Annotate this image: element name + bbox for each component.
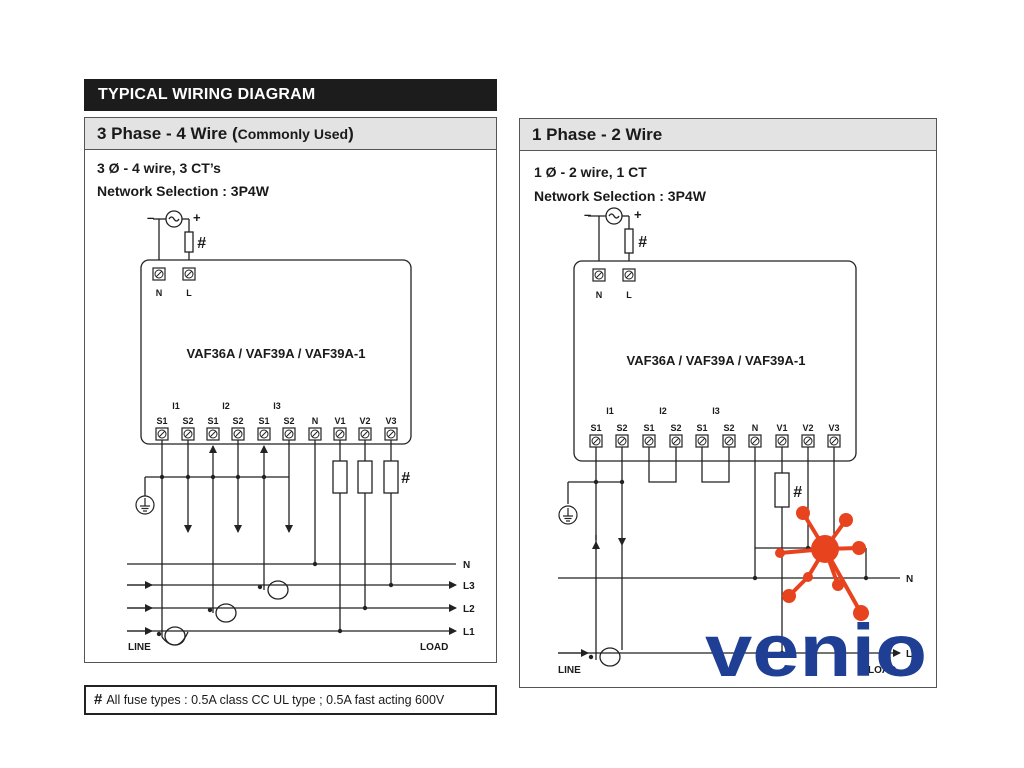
current-group-label: I2 bbox=[222, 401, 230, 411]
line-label-n: N bbox=[906, 574, 913, 585]
plus-label: + bbox=[193, 210, 201, 225]
load-label: LOAD bbox=[420, 642, 448, 653]
current-group-label: I3 bbox=[712, 406, 720, 416]
fuse-note: #All fuse types : 0.5A class CC UL type … bbox=[84, 685, 497, 715]
line-label-l2: L2 bbox=[463, 604, 475, 615]
terminal-label: S1 bbox=[643, 423, 654, 433]
fuse-icon bbox=[624, 228, 634, 254]
diagram-title: TYPICAL WIRING DIAGRAM bbox=[84, 79, 497, 111]
device-model: VAF36A / VAF39A / VAF39A-1 bbox=[187, 346, 366, 361]
terminal-label: V1 bbox=[334, 416, 345, 426]
terminal-label: S1 bbox=[590, 423, 601, 433]
terminal-label: V3 bbox=[828, 423, 839, 433]
terminal-label: V3 bbox=[385, 416, 396, 426]
venio-logo: venio bbox=[705, 506, 927, 692]
line-label-l1: L1 bbox=[463, 627, 475, 638]
terminal-label: S2 bbox=[616, 423, 627, 433]
load-label: LOAD bbox=[868, 665, 896, 676]
terminal-label: N bbox=[752, 423, 759, 433]
right-diagram bbox=[558, 207, 901, 667]
plus-label: + bbox=[634, 207, 642, 222]
device-model: VAF36A / VAF39A / VAF39A-1 bbox=[627, 353, 806, 368]
terminal-label: S2 bbox=[232, 416, 243, 426]
current-group-label: I2 bbox=[659, 406, 667, 416]
meter-device bbox=[140, 259, 412, 445]
panel-1-phase: 1 Phase - 2 Wire 1 Ø - 2 wire, 1 CT Netw… bbox=[519, 118, 937, 688]
minus-label: – bbox=[584, 207, 591, 222]
line-label: LINE bbox=[558, 665, 581, 676]
minus-label: – bbox=[147, 210, 154, 225]
panel-3-phase-heading: 3 Phase - 4 Wire (Commonly Used) bbox=[85, 118, 496, 150]
current-group-label: I1 bbox=[606, 406, 614, 416]
meter-device bbox=[573, 260, 857, 462]
fuse-mark: # bbox=[793, 484, 802, 501]
aux-terminal-label: L bbox=[186, 288, 192, 298]
fuse-icon bbox=[184, 231, 194, 253]
terminal-label: S1 bbox=[258, 416, 269, 426]
line-label-n: N bbox=[463, 560, 470, 571]
terminal-label: N bbox=[312, 416, 319, 426]
line-label-l3: L3 bbox=[463, 581, 475, 592]
line-label: LINE bbox=[128, 642, 151, 653]
terminal-label: S2 bbox=[182, 416, 193, 426]
terminal-label: V2 bbox=[359, 416, 370, 426]
fuse-mark: # bbox=[638, 234, 647, 251]
aux-terminal-label: L bbox=[626, 290, 632, 300]
terminal-label: S2 bbox=[723, 423, 734, 433]
terminal-label: S2 bbox=[283, 416, 294, 426]
terminal-label: V1 bbox=[776, 423, 787, 433]
right-network-selection: Network Selection : 3P4W bbox=[534, 188, 706, 204]
current-group-label: I3 bbox=[273, 401, 281, 411]
left-wiring-spec: 3 Ø - 4 wire, 3 CT’s bbox=[97, 160, 221, 176]
current-group-label: I1 bbox=[172, 401, 180, 411]
terminal-label: S1 bbox=[207, 416, 218, 426]
left-network-selection: Network Selection : 3P4W bbox=[97, 183, 269, 199]
terminal-label: S1 bbox=[156, 416, 167, 426]
left-diagram bbox=[127, 210, 457, 646]
ground-icon bbox=[135, 495, 155, 515]
right-wiring-spec: 1 Ø - 2 wire, 1 CT bbox=[534, 164, 647, 180]
fuse-mark: # bbox=[197, 235, 206, 252]
terminal-label: S2 bbox=[670, 423, 681, 433]
venio-logo-text: venio bbox=[705, 609, 927, 692]
aux-terminal-label: N bbox=[156, 288, 163, 298]
ground-icon bbox=[558, 505, 578, 525]
fuse-mark: # bbox=[401, 470, 410, 487]
terminal-label: V2 bbox=[802, 423, 813, 433]
aux-terminal-label: N bbox=[596, 290, 603, 300]
venio-logo-mark-icon bbox=[775, 506, 869, 621]
panel-1-phase-heading: 1 Phase - 2 Wire bbox=[520, 119, 936, 151]
terminal-label: S1 bbox=[696, 423, 707, 433]
line-label-l: L bbox=[906, 649, 912, 660]
